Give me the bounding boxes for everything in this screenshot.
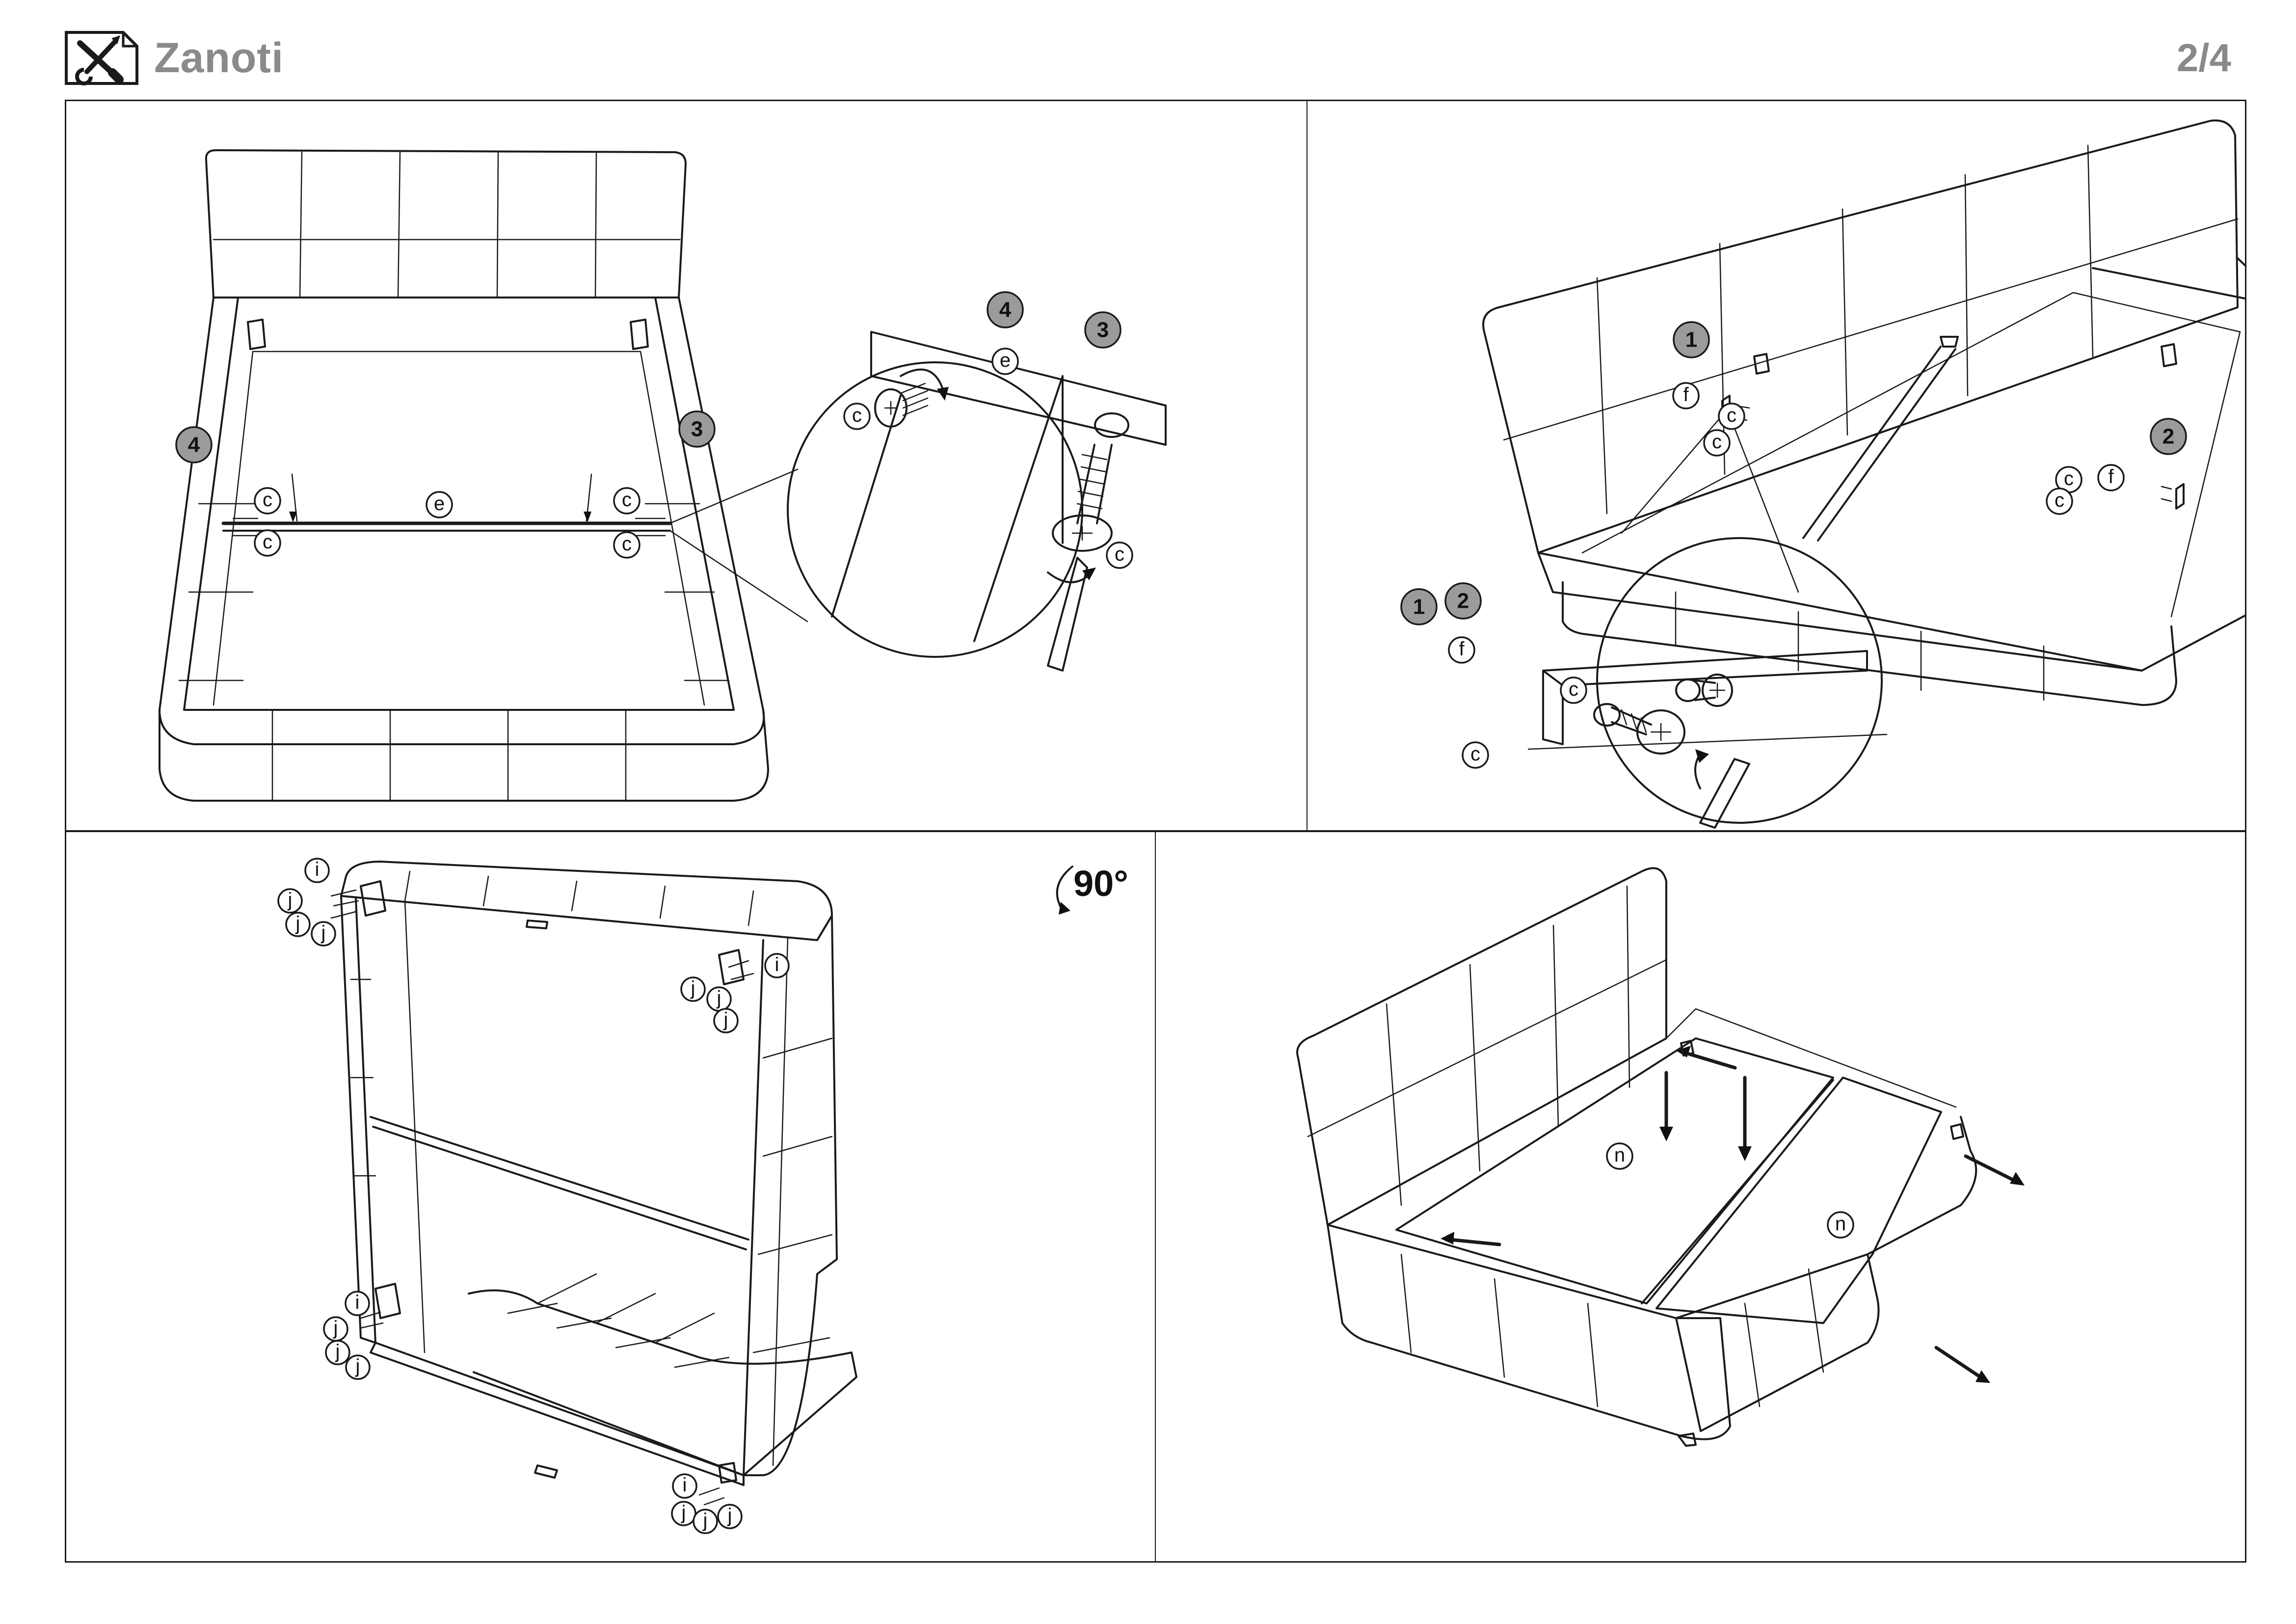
bed-frame-illustration xyxy=(1482,119,2245,829)
tools-icon xyxy=(65,31,138,85)
page-number: 2/4 xyxy=(2176,36,2231,80)
step-panel-legs: 90° i j j j i j j j i j j j i j j j xyxy=(65,831,1156,1563)
bed-frame-illustration xyxy=(330,861,1073,1506)
bed-frame-illustration xyxy=(1296,867,2025,1447)
bed-frame-illustration xyxy=(159,149,1167,802)
brand-name: Zanoti xyxy=(154,34,284,81)
page-header: Zanoti 2/4 xyxy=(0,0,2296,98)
step-panel-brackets: 1 2 f c c c f c 1 2 f c c xyxy=(1308,100,2246,832)
step-panel-boards: n n xyxy=(1156,831,2246,1563)
step-panel-centre-rail: 4 3 c c e c c 4 3 e c c xyxy=(65,100,1308,832)
